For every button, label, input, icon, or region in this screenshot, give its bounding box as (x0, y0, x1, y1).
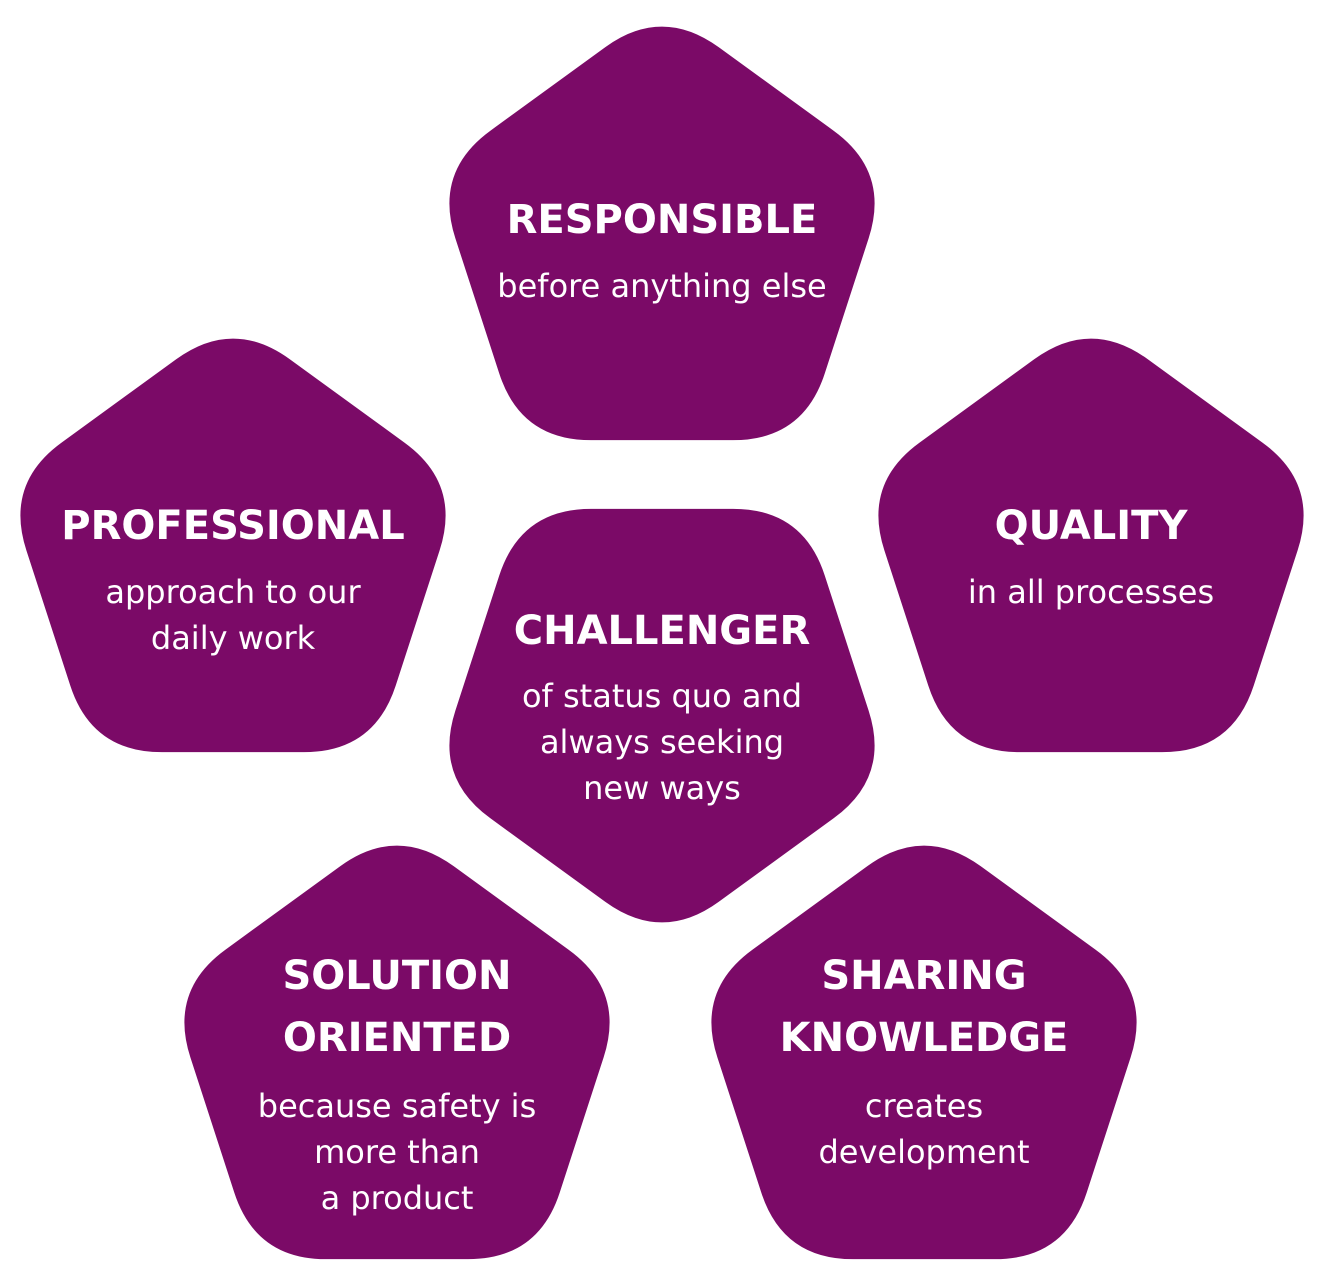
node-subtitle: of status quo and (522, 677, 802, 715)
pentagon-shape (184, 845, 610, 1260)
node-subtitle: creates (865, 1087, 983, 1125)
node-subtitle: new ways (583, 769, 741, 807)
node-title: PROFESSIONAL (61, 503, 404, 549)
node-subtitle: a product (321, 1179, 474, 1217)
pentagon-shape (711, 845, 1137, 1260)
node-title: KNOWLEDGE (780, 1015, 1069, 1061)
node-subtitle: development (818, 1133, 1029, 1171)
node-subtitle: approach to our (105, 573, 361, 611)
node-professional: PROFESSIONAL approach to our daily work (20, 338, 446, 753)
node-sharing-knowledge: SHARING KNOWLEDGE creates development (711, 845, 1137, 1260)
pentagon-shape (449, 26, 875, 441)
node-quality: QUALITY in all processes (878, 338, 1304, 753)
node-responsible: RESPONSIBLE before anything else (449, 26, 875, 441)
node-subtitle: because safety is (258, 1087, 536, 1125)
node-title: SHARING (821, 953, 1026, 999)
pentagon-shape (20, 338, 446, 753)
node-subtitle: in all processes (968, 573, 1214, 611)
node-title: ORIENTED (283, 1015, 511, 1061)
node-subtitle: more than (314, 1133, 480, 1171)
node-title: RESPONSIBLE (507, 197, 818, 243)
pentagon-shape (449, 508, 875, 923)
pentagon-shape (878, 338, 1304, 753)
node-title: SOLUTION (282, 953, 511, 999)
node-challenger: CHALLENGER of status quo and always seekin… (449, 508, 875, 923)
node-subtitle: daily work (151, 619, 316, 657)
node-subtitle: before anything else (497, 267, 826, 305)
node-solution-oriented: SOLUTION ORIENTED because safety is more th… (184, 845, 610, 1260)
node-subtitle: always seeking (540, 723, 784, 761)
node-title: CHALLENGER (514, 608, 811, 654)
node-title: QUALITY (995, 503, 1189, 549)
